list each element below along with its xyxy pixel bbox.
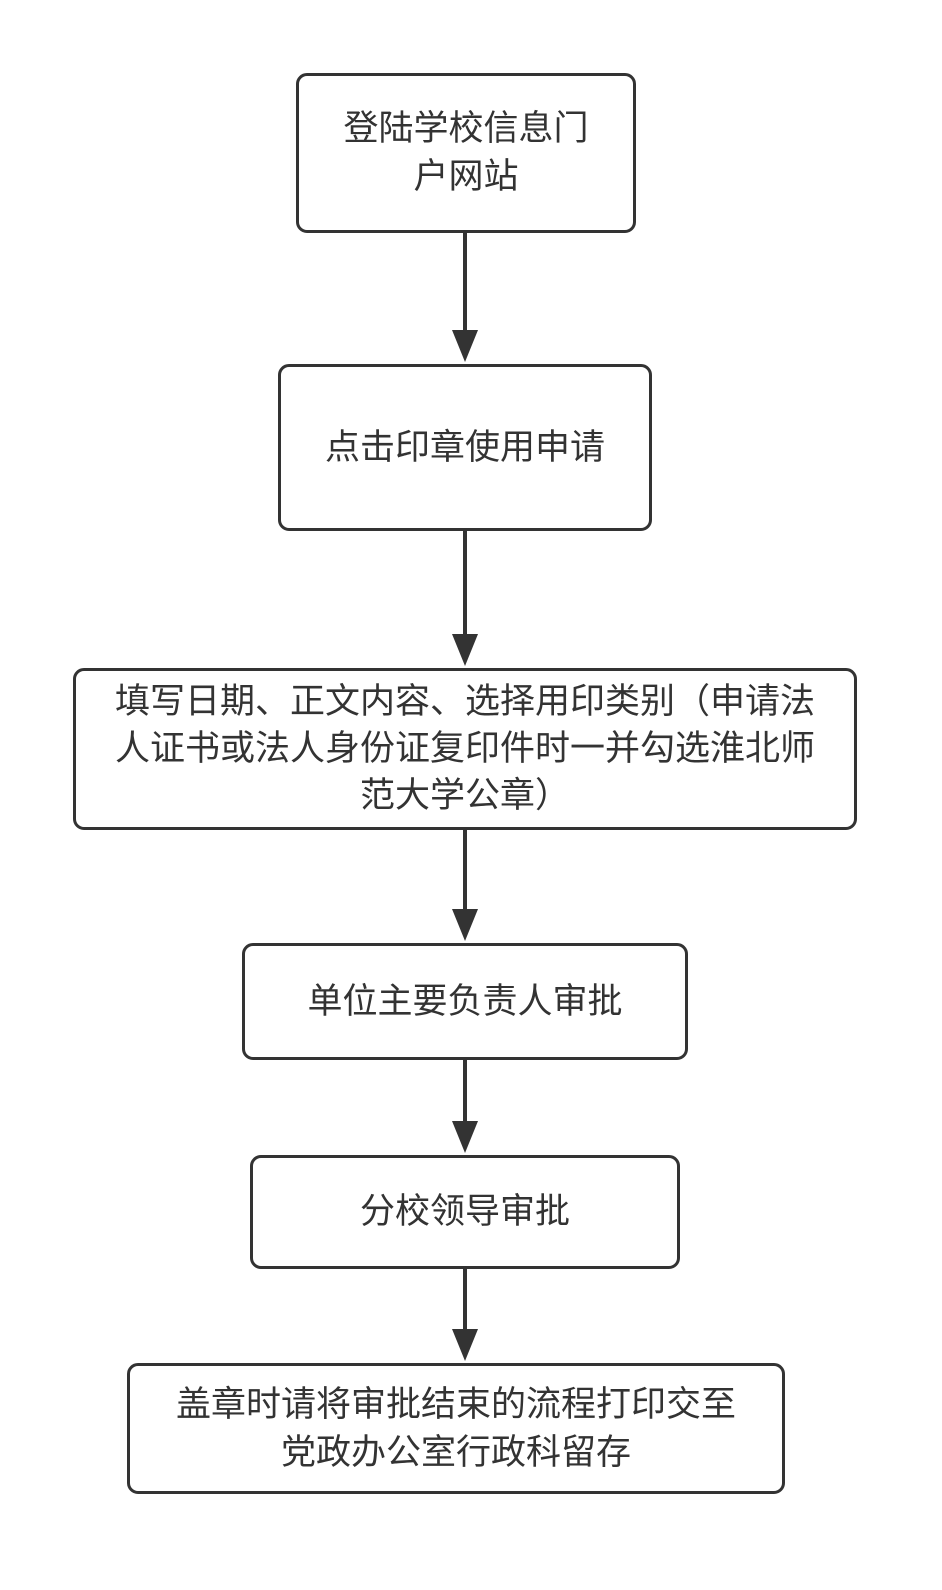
step-campus-approval-label: 分校领导审批: [359, 1192, 570, 1232]
step-unit-approval-label: 单位主要负责人审批: [307, 981, 623, 1022]
step-apply-seal: 点击印章使用申请: [278, 364, 652, 531]
arrowhead-3: [452, 909, 478, 941]
step-stamp-archive: 盖章时请将审批结束的流程打印交至党政办公室行政科留存: [127, 1363, 785, 1494]
step-login-portal-label: 登陆学校信息门户网站: [343, 109, 589, 197]
step-unit-approval: 单位主要负责人审批: [242, 943, 688, 1060]
step-stamp-archive-label: 盖章时请将审批结束的流程打印交至党政办公室行政科留存: [175, 1384, 736, 1473]
step-campus-approval: 分校领导审批: [250, 1155, 680, 1269]
step-apply-seal-label: 点击印章使用申请: [324, 427, 605, 468]
arrowhead-1: [452, 330, 478, 362]
arrowhead-2: [452, 634, 478, 666]
step-login-portal: 登陆学校信息门户网站: [296, 73, 636, 233]
arrowhead-4: [452, 1121, 478, 1153]
step-fill-form: 填写日期、正文内容、选择用印类别（申请法人证书或法人身份证复印件时一并勾选淮北师…: [73, 668, 857, 830]
step-fill-form-label: 填写日期、正文内容、选择用印类别（申请法人证书或法人身份证复印件时一并勾选淮北师…: [114, 681, 815, 816]
arrowhead-5: [452, 1329, 478, 1361]
